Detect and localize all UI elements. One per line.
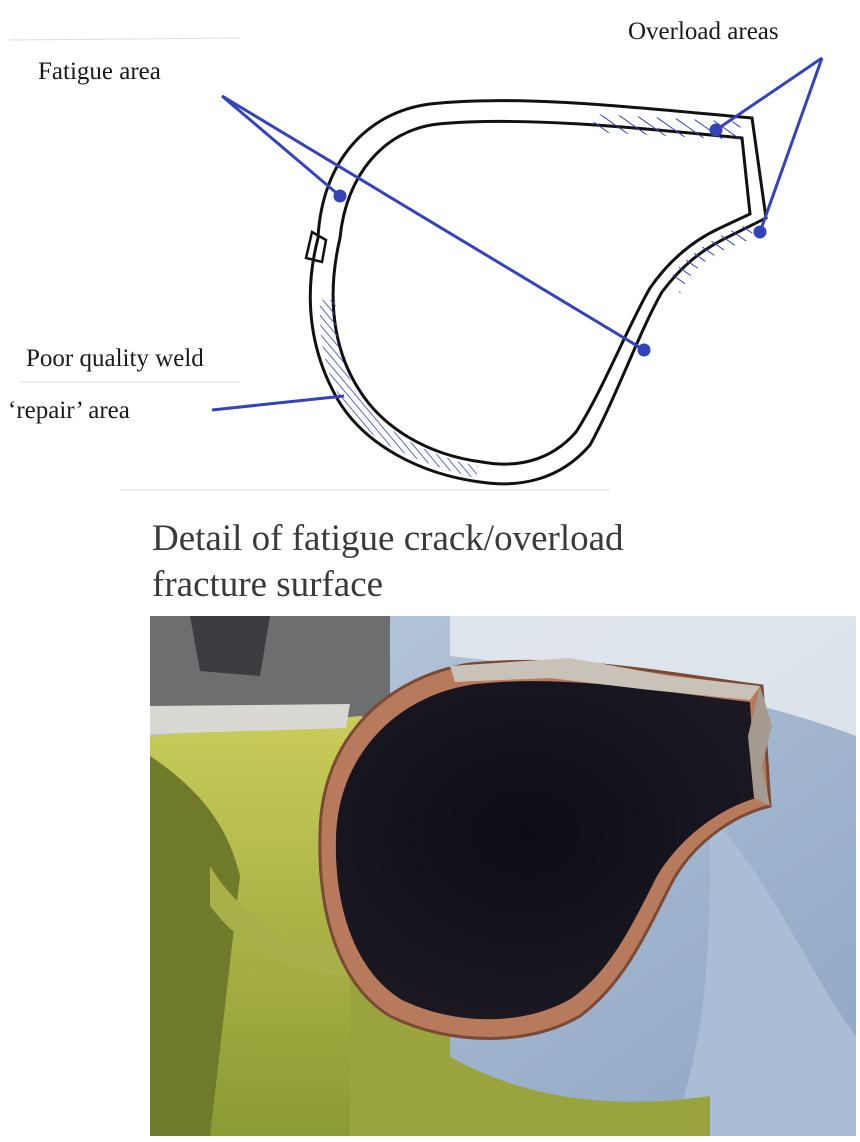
overload-leader-1 [716, 58, 822, 130]
fatigue-leader-1 [222, 96, 340, 196]
photo-caption: Detail of fatigue crack/overload fractur… [152, 516, 772, 608]
weld-repair-hatch [320, 300, 478, 478]
fatigue-leader-2 [222, 96, 644, 350]
caption-line2: fracture surface [152, 562, 772, 608]
caption-line1: Detail of fatigue crack/overload [152, 516, 772, 562]
overload-point-1 [711, 125, 721, 135]
fracture-photo [150, 616, 856, 1136]
fatigue-area-label: Fatigue area [38, 58, 161, 86]
fracture-photo-illustration [150, 616, 856, 1136]
fatigue-point-2 [639, 345, 649, 355]
weld-label-line1: Poor quality weld [26, 345, 204, 373]
overload-hatch-right [672, 222, 756, 294]
cross-section-sketch: Fatigue area Overload areas Poor quality… [0, 0, 860, 500]
weld-label-line2: ‘repair’ area [8, 397, 130, 425]
overload-point-2 [755, 227, 765, 237]
overload-areas-label: Overload areas [628, 18, 779, 46]
tube-inner-wall [333, 121, 750, 464]
weld-leader [212, 396, 344, 410]
overload-leader-2 [760, 58, 822, 232]
fatigue-point-1 [335, 191, 345, 201]
